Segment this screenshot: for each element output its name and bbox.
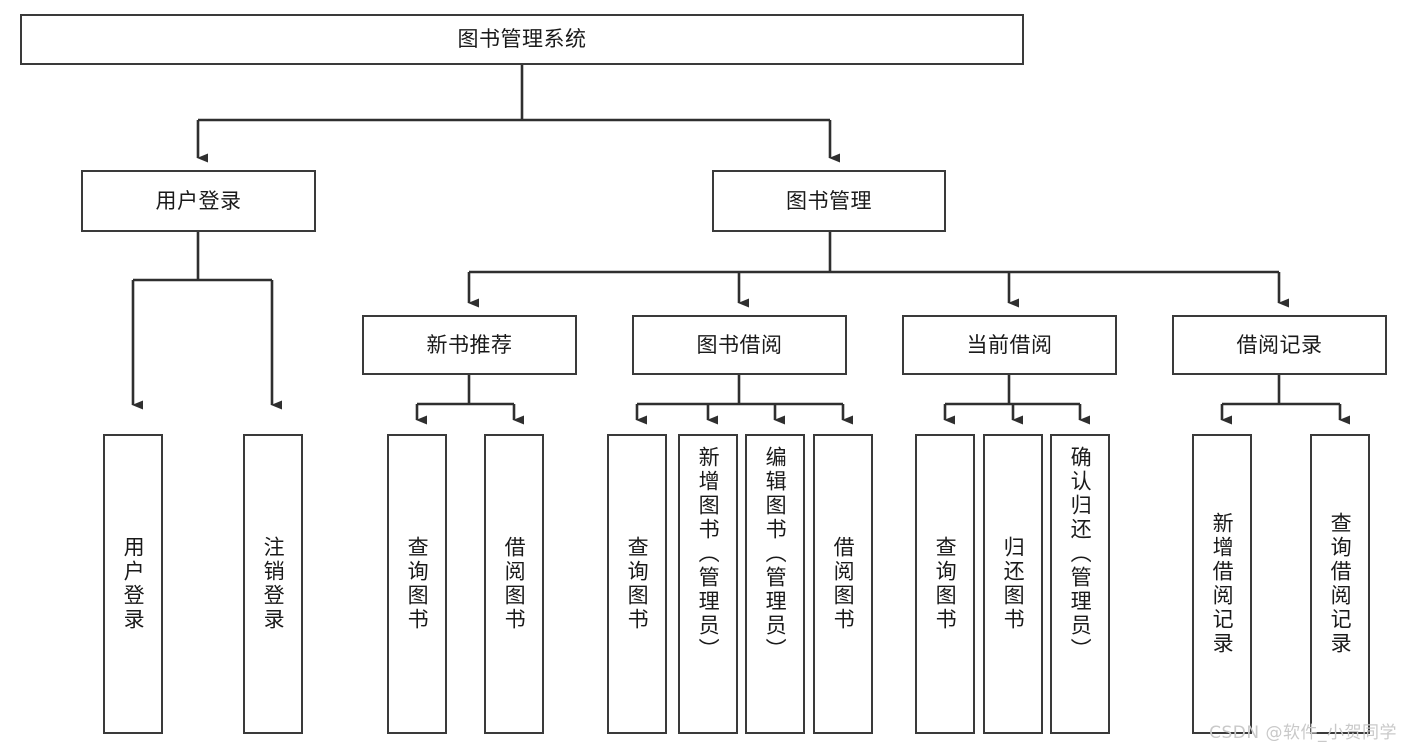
node-label: 用户登录 — [121, 536, 146, 632]
node-label: 图书管理系统 — [457, 27, 587, 52]
node-new-book-recommend[interactable]: 新书推荐 — [362, 315, 577, 375]
leaf-borrow-record-add-record[interactable]: 新增借阅记录 — [1192, 434, 1252, 734]
node-root-book-management-system[interactable]: 图书管理系统 — [20, 14, 1024, 65]
node-current-borrow[interactable]: 当前借阅 — [902, 315, 1117, 375]
leaf-current-borrow-confirm-return-admin[interactable]: 确认归还（管理员） — [1050, 434, 1110, 734]
node-label: 注销登录 — [261, 536, 286, 632]
leaf-current-borrow-return-book[interactable]: 归还图书 — [983, 434, 1043, 734]
node-label: 用户登录 — [155, 188, 242, 213]
node-book-borrow[interactable]: 图书借阅 — [632, 315, 847, 375]
leaf-user-login-logout[interactable]: 注销登录 — [243, 434, 303, 734]
node-label: 确认归还（管理员） — [1068, 446, 1093, 662]
node-label: 图书管理 — [786, 188, 872, 213]
node-label: 图书借阅 — [696, 332, 783, 357]
node-label: 新增借阅记录 — [1210, 512, 1235, 656]
node-label: 编辑图书（管理员） — [763, 446, 788, 662]
node-label: 借阅图书 — [502, 536, 527, 632]
watermark-text: CSDN @软件_小贺同学 — [1209, 723, 1397, 743]
leaf-current-borrow-query-book[interactable]: 查询图书 — [915, 434, 975, 734]
leaf-new-book-query-book[interactable]: 查询图书 — [387, 434, 447, 734]
node-label: 借阅图书 — [831, 536, 856, 632]
leaf-book-borrow-add-book-admin[interactable]: 新增图书（管理员） — [678, 434, 738, 734]
node-book-management[interactable]: 图书管理 — [712, 170, 946, 232]
node-label: 查询图书 — [405, 536, 430, 632]
leaf-book-borrow-edit-book-admin[interactable]: 编辑图书（管理员） — [745, 434, 805, 734]
node-label: 借阅记录 — [1236, 332, 1323, 357]
leaf-book-borrow-query-book[interactable]: 查询图书 — [607, 434, 667, 734]
node-label: 查询图书 — [625, 536, 650, 632]
node-label: 当前借阅 — [966, 332, 1053, 357]
node-label: 查询图书 — [933, 536, 958, 632]
node-label: 归还图书 — [1001, 536, 1026, 632]
node-user-login[interactable]: 用户登录 — [81, 170, 316, 232]
leaf-user-login-login[interactable]: 用户登录 — [103, 434, 163, 734]
node-label: 新书推荐 — [426, 332, 513, 357]
node-borrow-record[interactable]: 借阅记录 — [1172, 315, 1387, 375]
leaf-new-book-borrow-book[interactable]: 借阅图书 — [484, 434, 544, 734]
node-label: 新增图书（管理员） — [696, 446, 721, 662]
leaf-book-borrow-borrow-book[interactable]: 借阅图书 — [813, 434, 873, 734]
leaf-borrow-record-query-record[interactable]: 查询借阅记录 — [1310, 434, 1370, 734]
node-label: 查询借阅记录 — [1328, 512, 1353, 656]
